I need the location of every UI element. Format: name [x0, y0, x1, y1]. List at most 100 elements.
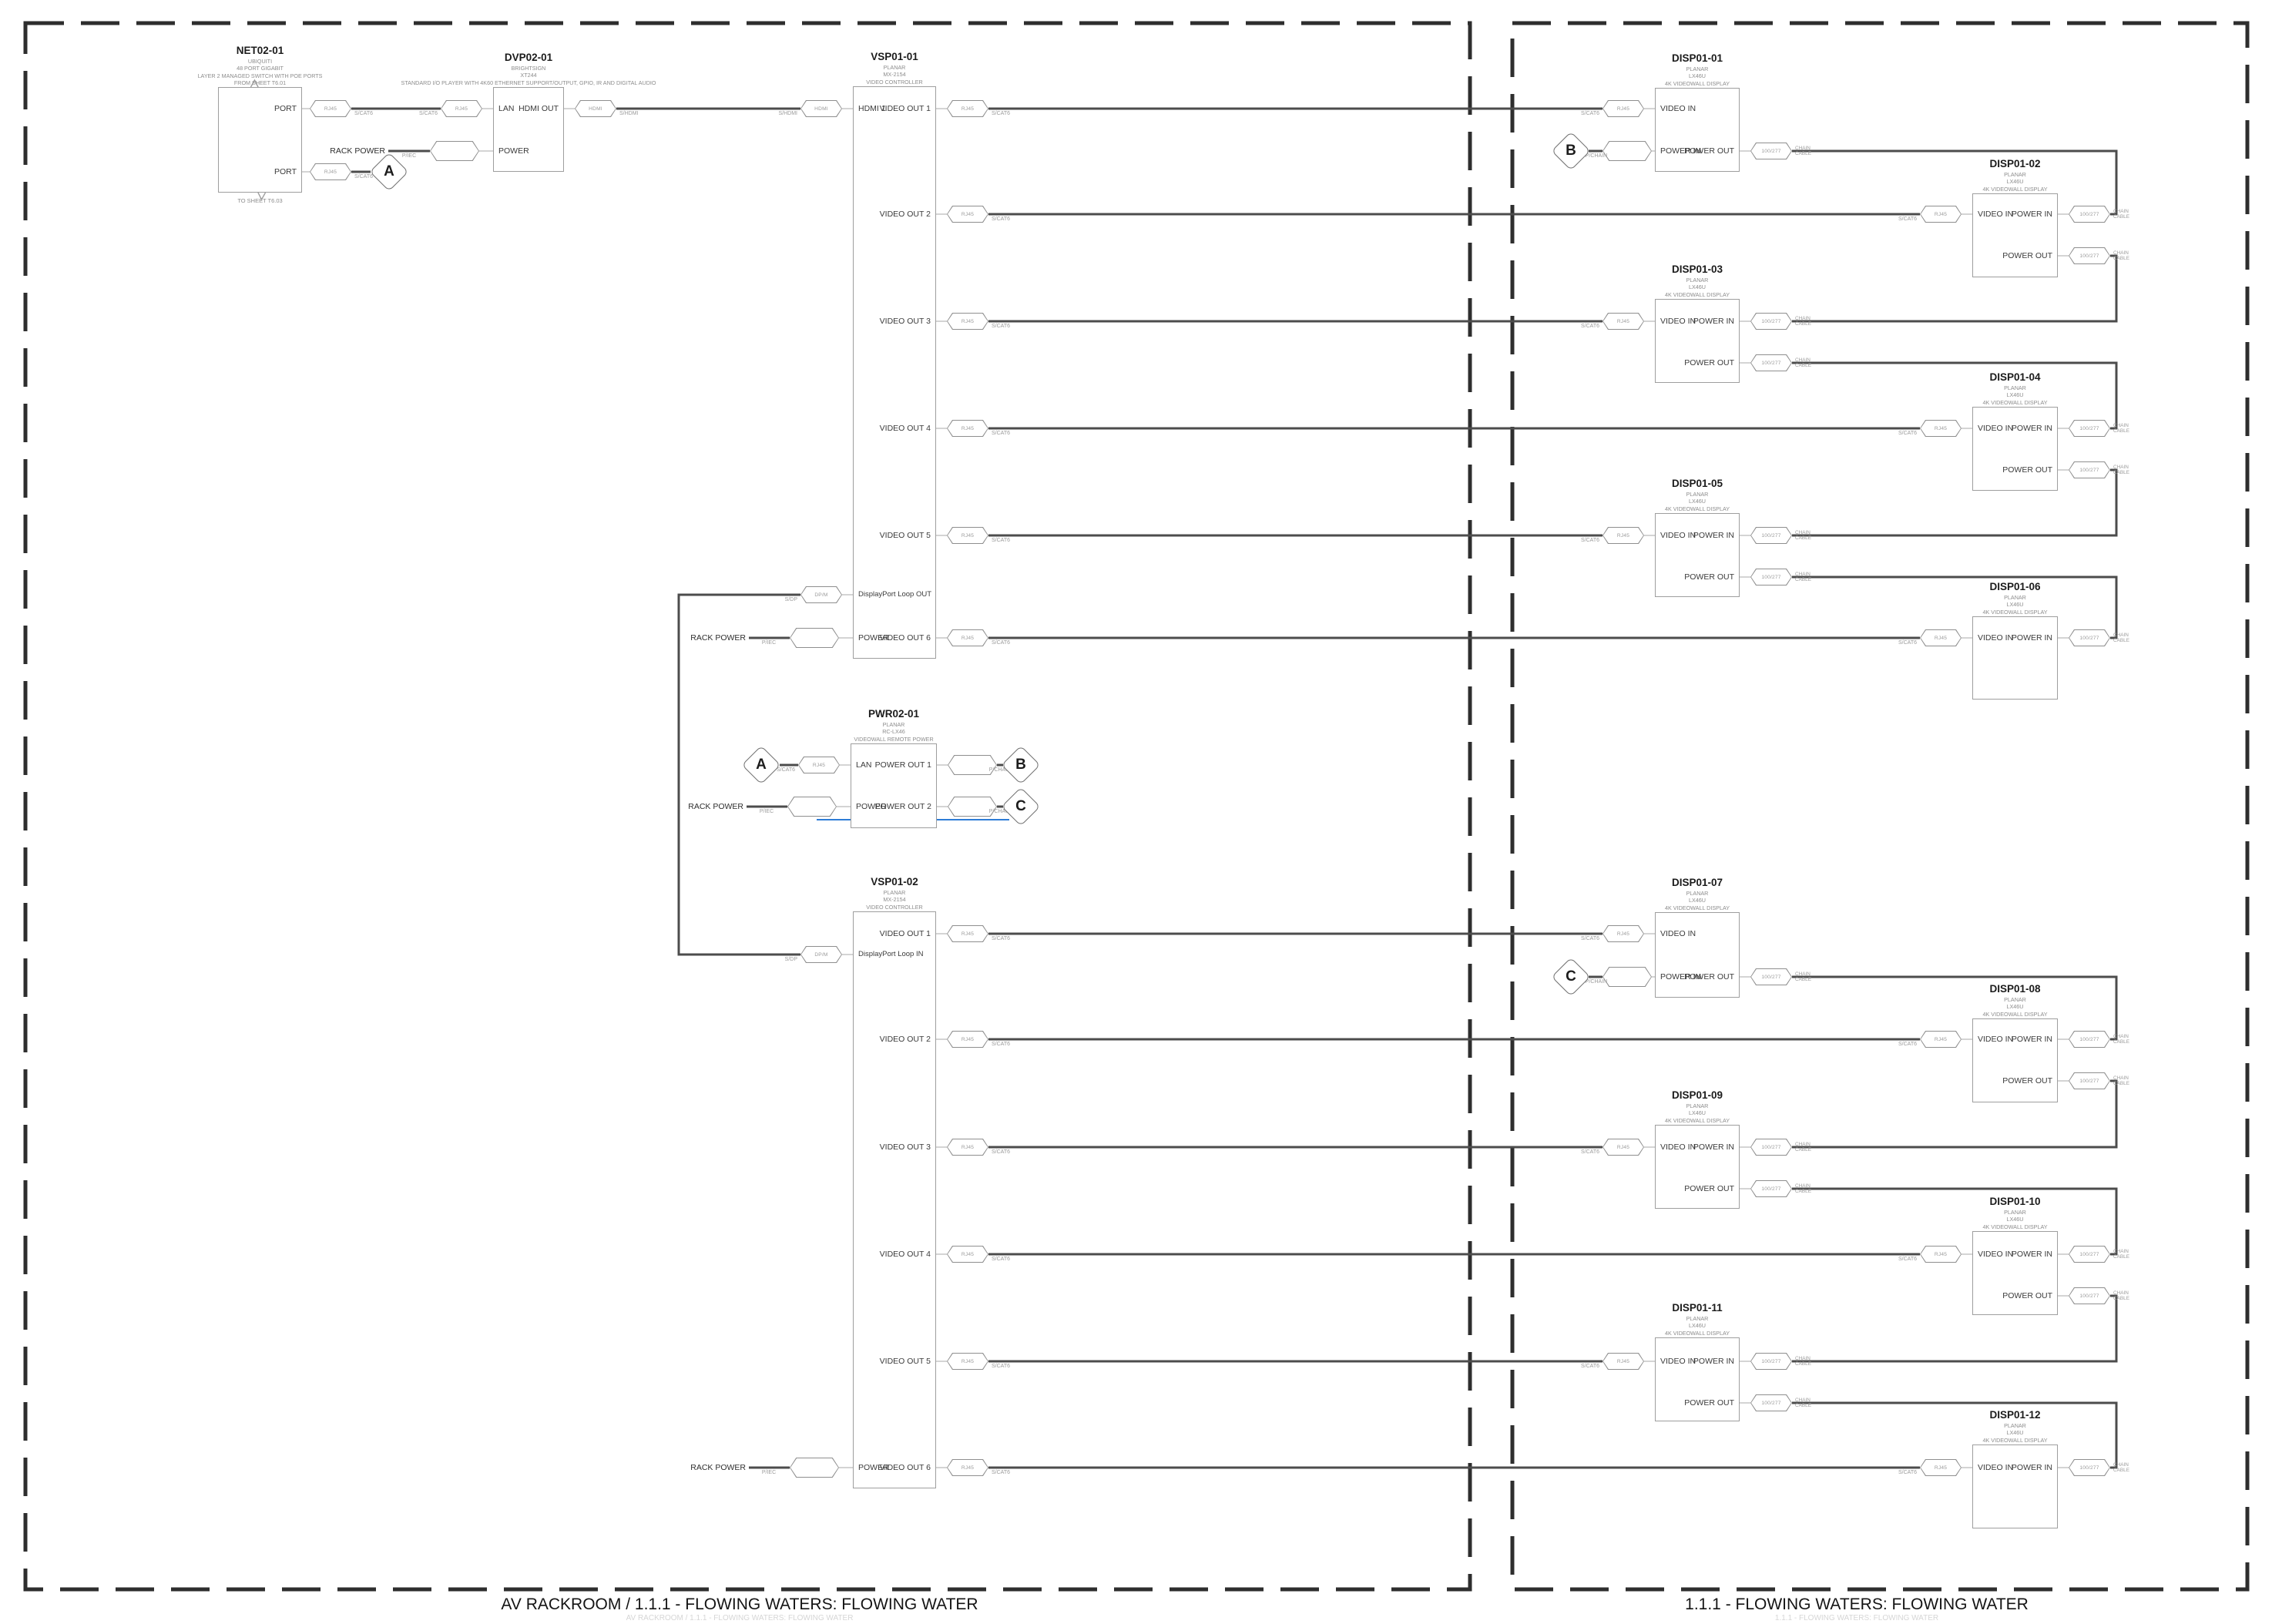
- wire-id-label: S/CAT6: [992, 324, 1010, 329]
- connector-hex-rj45: RJ45: [310, 100, 351, 117]
- port-label-DISP01-07-video-in: VIDEO IN: [1660, 929, 1696, 938]
- connector-hex-label: 100/277: [1751, 1139, 1791, 1155]
- port-label-DISP01-02-power-out: POWER OUT: [2002, 251, 2052, 260]
- port-label-DISP01-03-video-in: VIDEO IN: [1660, 317, 1696, 326]
- port-label-DISP01-04-video-in: VIDEO IN: [1978, 424, 2014, 433]
- device-box-DISP01-01: [1655, 88, 1740, 172]
- wire-id-label: S/CAT6: [1581, 1149, 1599, 1155]
- connector-hex-rj45: RJ45: [1602, 100, 1644, 117]
- connector-hex-rj45: RJ45: [947, 100, 988, 117]
- chain-cable-line: CABLE: [2113, 1296, 2129, 1301]
- wire-27: [1792, 361, 2118, 430]
- wire-30: [1792, 975, 2118, 1041]
- connector-hex-label: 100/277: [2069, 1288, 2109, 1304]
- connector-hex-power: [1602, 141, 1652, 161]
- device-title-DISP01-06: DISP01-06: [1989, 581, 2041, 592]
- connector-hex-100-277: 100/277: [2069, 206, 2110, 223]
- device-subtitle: LX46U: [1689, 1109, 1706, 1117]
- wire-id-label: S/CAT6: [992, 111, 1010, 116]
- connector-hex-label: 100/277: [2069, 1073, 2109, 1089]
- chain-cable-line: CHAIN: [1795, 146, 1811, 151]
- connector-hex-rj45: RJ45: [1920, 1459, 1962, 1476]
- connector-hex-label: RJ45: [948, 421, 988, 436]
- connector-hex-label: RJ45: [948, 1247, 988, 1262]
- device-title-VSP01-01: VSP01-01: [871, 51, 918, 62]
- connector-hex-rj45: RJ45: [947, 420, 988, 437]
- connector-hex-100-277: 100/277: [1750, 1353, 1792, 1370]
- connector-hex-label: RJ45: [1603, 528, 1643, 543]
- device-subtitle: 4K VIDEOWALL DISPLAY: [1664, 904, 1730, 911]
- wire-id-label: P/CHAIN: [1585, 979, 1608, 985]
- device-subtitle: LX46U: [1689, 72, 1706, 80]
- wire-25: [1792, 149, 2118, 216]
- port-label-VSP01-02-video-out-5: VIDEO OUT 5: [879, 1357, 931, 1366]
- chain-cable-line: CHAIN: [2113, 1075, 2129, 1081]
- chain-cable-line: CHAIN: [2113, 465, 2129, 470]
- device-subtitle: LX46U: [2006, 178, 2024, 186]
- chain-cable-line: CHAIN: [1795, 1142, 1811, 1147]
- port-label-DISP01-12-video-in: VIDEO IN: [1978, 1463, 2014, 1472]
- connector-hex-label: RJ45: [948, 1139, 988, 1155]
- device-subtitle: LX46U: [1689, 498, 1706, 505]
- device-subtitle: MX-2154: [883, 896, 906, 904]
- wire-id-label: S/CAT6: [992, 1257, 1010, 1262]
- wire-id-label: S/CAT6: [1898, 1257, 1917, 1262]
- port-label-DISP01-01-power-in: POWER IN: [1660, 146, 1702, 156]
- connector-hex-rj45: RJ45: [1602, 925, 1644, 942]
- port-label-VSP01-02-displayport-loop-in: DisplayPort Loop IN: [858, 950, 924, 958]
- connector-hex-label: 100/277: [2069, 421, 2109, 436]
- port-label-VSP01-01-hdmi-1: HDMI 1: [858, 104, 886, 113]
- connector-hex-100-277: 100/277: [1750, 354, 1792, 371]
- connector-hex-100-277: 100/277: [1750, 313, 1792, 330]
- port-label-DISP01-07-power-in: POWER IN: [1660, 972, 1702, 981]
- connector-hex-100-277: 100/277: [2069, 1287, 2110, 1304]
- chain-cable-line: CHAIN: [1795, 1398, 1811, 1403]
- port-label-DISP01-09-power-in: POWER IN: [1693, 1143, 1734, 1152]
- port-label-DISP01-03-power-out: POWER OUT: [1684, 358, 1734, 367]
- device-box-DISP01-05: [1655, 513, 1740, 597]
- wire-28: [1792, 468, 2118, 537]
- connector-hex-rj45: RJ45: [1602, 1139, 1644, 1156]
- device-subtitle: 4K VIDEOWALL DISPLAY: [1982, 1223, 2048, 1230]
- wire-id-label: S/CAT6: [1898, 1470, 1917, 1475]
- connector-hex-label: RJ45: [310, 164, 351, 180]
- wire-15: [677, 593, 800, 956]
- connector-hex-rj45: RJ45: [947, 629, 988, 646]
- port-label-VSP01-01-video-out-6: VIDEO OUT 6: [879, 633, 931, 643]
- wire-id-label: P/IEC: [761, 1470, 777, 1475]
- connector-hex-100-277: 100/277: [2069, 1459, 2110, 1476]
- connector-hex-label: RJ45: [1603, 101, 1643, 116]
- connector-hex-power: [948, 797, 997, 817]
- connector-hex-100-277: 100/277: [1750, 143, 1792, 159]
- rack-power-label: RACK POWER: [690, 1463, 746, 1472]
- connector-hex-dp-m: DP/M: [800, 946, 842, 963]
- connector-hex-label: 100/277: [2069, 206, 2109, 222]
- device-box-DISP01-07: [1655, 912, 1740, 998]
- port-label-VSP01-02-video-out-3: VIDEO OUT 3: [879, 1143, 931, 1152]
- connector-hex-rj45: RJ45: [798, 757, 840, 773]
- connector-hex-label: [431, 142, 478, 160]
- device-subtitle: PLANAR: [2004, 1422, 2026, 1429]
- chain-cable-line: CABLE: [2113, 1081, 2129, 1086]
- connector-hex-rj45: RJ45: [1602, 527, 1644, 544]
- connector-hex-label: 100/277: [1751, 1354, 1791, 1369]
- connector-hex-label: RJ45: [948, 1354, 988, 1369]
- device-title-DISP01-10: DISP01-10: [1989, 1196, 2041, 1207]
- port-label-DISP01-05-video-in: VIDEO IN: [1660, 531, 1696, 540]
- port-label-PWR02-01-power: POWER: [856, 802, 887, 811]
- connector-hex-power: [430, 141, 479, 161]
- connector-hex-label: RJ45: [1603, 314, 1643, 329]
- wire-id-label: S/CAT6: [1581, 936, 1599, 941]
- port-label-DVP02-01-lan: LAN: [498, 104, 515, 113]
- wire-id-label: S/CAT6: [419, 111, 438, 116]
- device-box-DISP01-02: [1972, 193, 2058, 277]
- device-subtitle: UBIQUITI: [247, 58, 273, 65]
- connector-hex-100-277: 100/277: [1750, 968, 1792, 985]
- connector-hex-100-277: 100/277: [1750, 1180, 1792, 1197]
- wire-26: [1792, 254, 2118, 323]
- device-title-VSP01-02: VSP01-02: [871, 876, 918, 887]
- device-box-DISP01-12: [1972, 1444, 2058, 1528]
